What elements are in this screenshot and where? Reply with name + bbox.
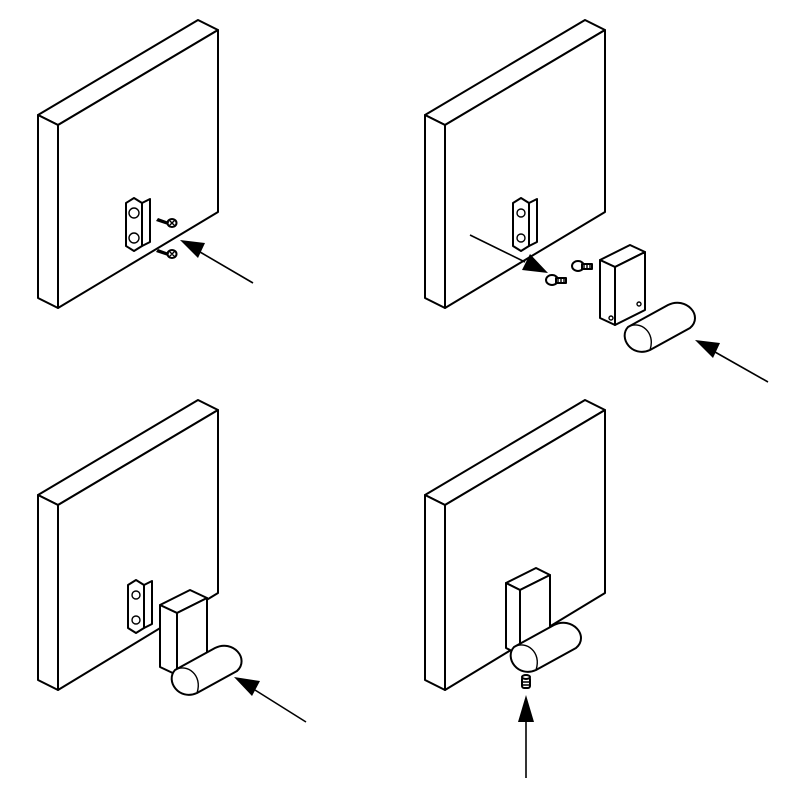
step-3-panel: [37, 399, 307, 723]
step-4-panel: [424, 399, 606, 778]
wall-board: [37, 19, 219, 309]
wall-board: [424, 19, 606, 309]
machine-bolt: [571, 260, 593, 272]
direction-arrow: [518, 695, 534, 778]
direction-arrow: [180, 240, 254, 284]
wall-board: [424, 399, 606, 691]
set-screw: [521, 674, 531, 689]
direction-arrow: [469, 234, 548, 273]
towel-hook: [159, 589, 243, 696]
towel-hook: [505, 567, 582, 673]
machine-bolt: [545, 274, 567, 286]
wall-board: [37, 399, 219, 691]
direction-arrow: [695, 340, 769, 383]
hook-base-block: [599, 244, 646, 326]
direction-arrow: [234, 677, 307, 723]
hook-roll: [623, 301, 696, 353]
step-1-panel: [37, 19, 254, 309]
wood-screw: [156, 218, 178, 228]
mounting-bracket: [512, 197, 538, 252]
step-2-panel: [424, 19, 769, 383]
mounting-bracket: [127, 579, 153, 634]
mounting-bracket: [125, 197, 151, 252]
wood-screw: [156, 249, 178, 259]
